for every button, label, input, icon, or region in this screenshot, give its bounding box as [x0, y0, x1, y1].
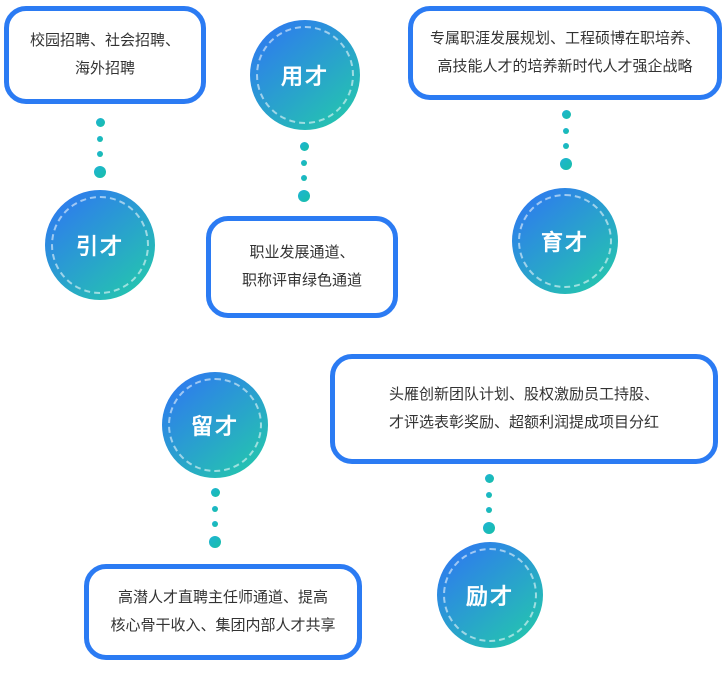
card-development-line-2: 高技能人才的培养新时代人才强企战略 — [437, 58, 693, 75]
flow-dot — [299, 142, 309, 151]
node-yincai: 引才 — [45, 190, 155, 300]
flow-dot — [95, 118, 105, 127]
dashed-ring — [51, 196, 149, 294]
card-career-line-1: 职业发展通道、 — [249, 244, 355, 261]
card-retention-line-2: 核心骨干收入、集团内部人才共享 — [110, 617, 336, 634]
flow-dot — [209, 536, 221, 548]
flow-dot — [484, 474, 494, 483]
flow-dot — [94, 166, 106, 178]
flow-dots-liucai-to-retain — [209, 488, 221, 548]
flow-dots-yongcai-to-career — [298, 142, 310, 202]
flow-dot — [560, 158, 572, 170]
flow-dot — [561, 110, 571, 119]
flow-dot — [486, 492, 492, 498]
flow-dot — [301, 160, 307, 166]
card-retention-line-1: 高潜人才直聘主任师通道、提高 — [117, 589, 328, 606]
node-yongcai-label: 用才 — [280, 64, 329, 89]
node-licai: 励才 — [437, 542, 543, 648]
flow-dot — [212, 506, 218, 512]
card-development-line-1: 专属职涯发展规划、工程硕博在职培养、 — [429, 30, 700, 47]
node-yucai: 育才 — [512, 188, 618, 294]
node-licai-label: 励才 — [465, 584, 514, 609]
node-liucai-label: 留才 — [190, 414, 239, 439]
flow-dots-recruit-to-yincai — [94, 118, 106, 178]
card-incentive-line-1: 头雁创新团队计划、股权激励员工持股、 — [388, 386, 659, 403]
flow-dots-incentive-to-licai — [483, 474, 495, 534]
node-yucai-label: 育才 — [540, 230, 589, 255]
node-yongcai: 用才 — [250, 20, 360, 130]
card-recruitment-line-1: 校园招聘、社会招聘、 — [29, 32, 180, 49]
flow-dot — [563, 128, 569, 134]
flow-dot — [298, 190, 310, 202]
flow-dot — [483, 522, 495, 534]
flow-dot — [301, 175, 307, 181]
card-recruitment-line-2: 海外招聘 — [74, 60, 135, 77]
card-incentive: 头雁创新团队计划、股权激励员工持股、 才评选表彰奖励、超额利润提成项目分红 — [330, 354, 718, 464]
node-yincai-label: 引才 — [75, 234, 124, 259]
flow-dot — [563, 143, 569, 149]
dashed-ring — [168, 378, 262, 472]
card-career-path: 职业发展通道、 职称评审绿色通道 — [206, 216, 398, 318]
card-retention: 高潜人才直聘主任师通道、提高 核心骨干收入、集团内部人才共享 — [84, 564, 362, 660]
flow-dot — [210, 488, 220, 497]
card-career-line-2: 职称评审绿色通道 — [241, 272, 362, 289]
flow-dot — [97, 151, 103, 157]
node-liucai: 留才 — [162, 372, 268, 478]
dashed-ring — [518, 194, 612, 288]
card-recruitment: 校园招聘、社会招聘、 海外招聘 — [4, 6, 206, 104]
flow-dot — [486, 507, 492, 513]
flow-dot — [97, 136, 103, 142]
card-incentive-line-2: 才评选表彰奖励、超额利润提成项目分红 — [388, 414, 659, 431]
flow-dot — [212, 521, 218, 527]
dashed-ring — [256, 26, 354, 124]
flow-dots-develop-to-yucai — [560, 110, 572, 170]
card-development: 专属职涯发展规划、工程硕博在职培养、 高技能人才的培养新时代人才强企战略 — [408, 6, 722, 100]
dashed-ring — [443, 548, 537, 642]
